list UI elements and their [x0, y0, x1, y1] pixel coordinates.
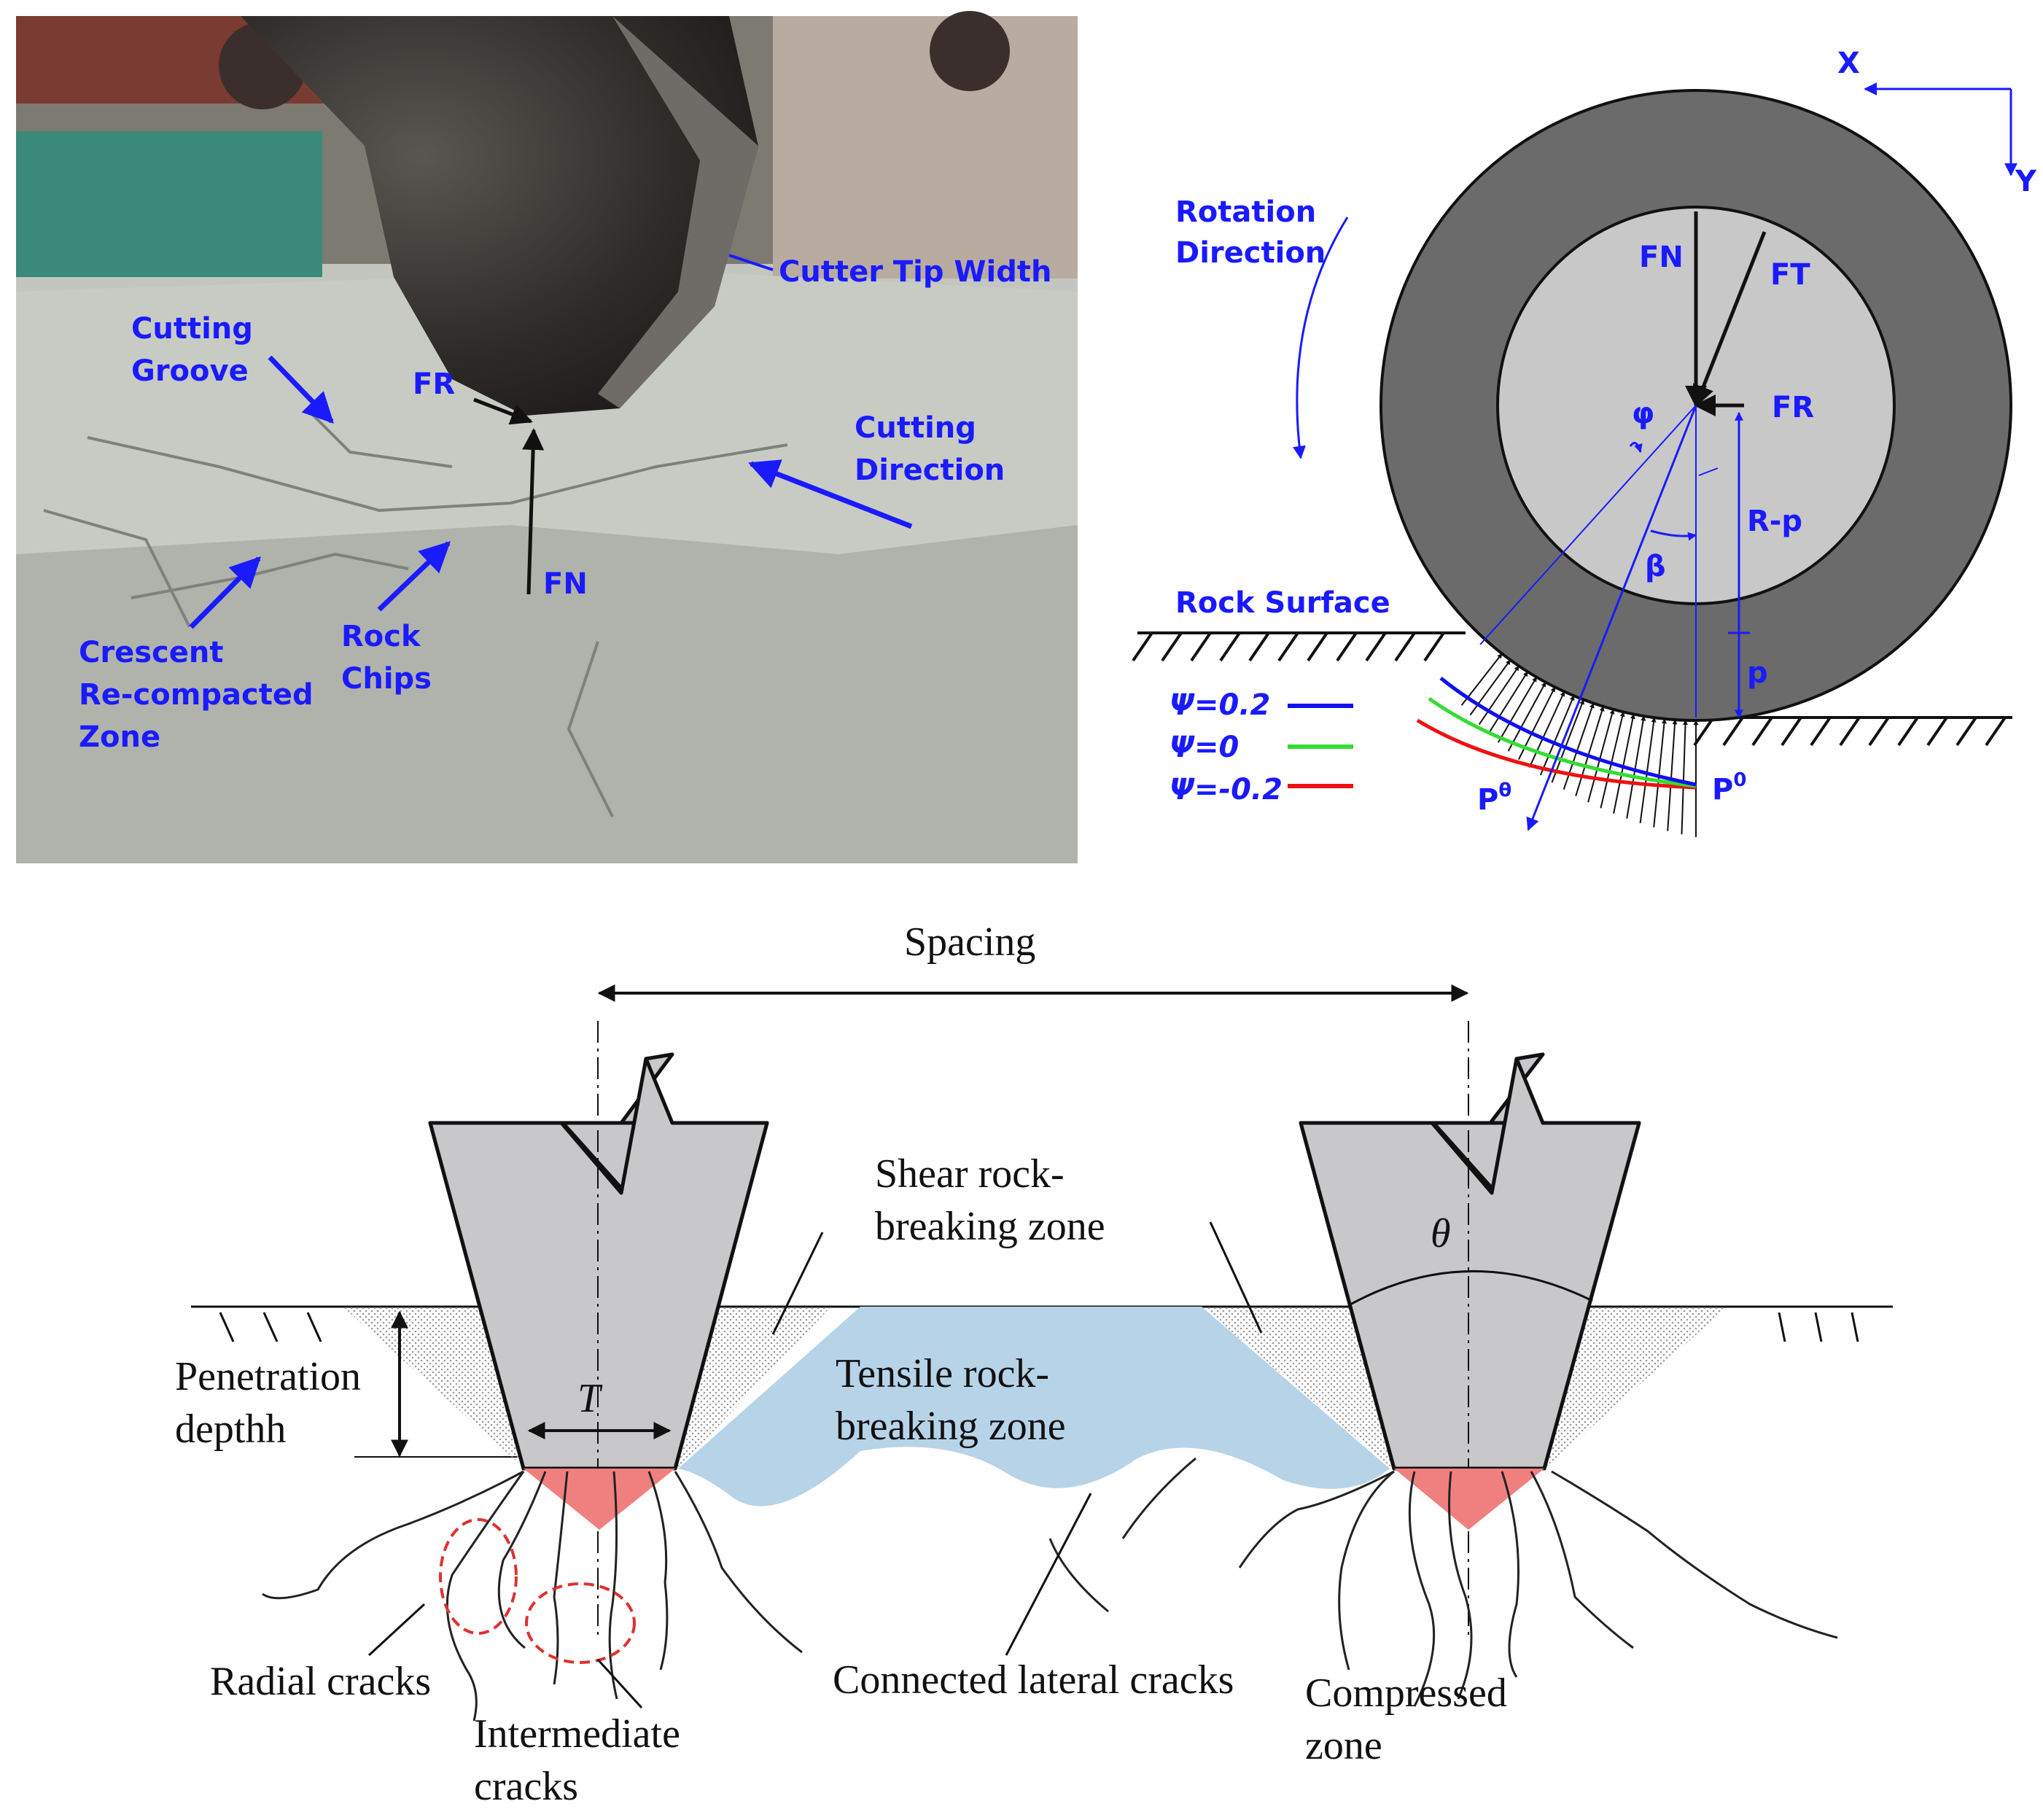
curve-psi-zero	[1428, 696, 1697, 788]
pressure-arrow	[1551, 699, 1584, 783]
label-crescent-1: Crescent	[79, 636, 223, 669]
angle-phi-arc	[1629, 442, 1643, 454]
label-shear-1: Shear rock-	[875, 1151, 1065, 1197]
label-cutting-groove-1: Cutting	[131, 312, 253, 346]
label-radial-cracks: Radial cracks	[210, 1659, 431, 1704]
label-photo-fr: FR	[413, 368, 455, 401]
pressure-arrow	[1497, 676, 1538, 743]
pressure-arrow	[1639, 717, 1657, 824]
pressure-arrow	[1478, 665, 1520, 726]
radius-ptheta	[1526, 405, 1697, 831]
pressure-arrow	[1626, 715, 1646, 819]
arrow-photo-fn	[522, 428, 545, 595]
pressure-arrow	[1575, 706, 1605, 796]
intermediate-cracks-ellipse	[525, 1582, 636, 1664]
theta-arc	[1348, 1270, 1593, 1307]
cutter-force-diagram: X Y Rotation Direction Rock Surface FN F…	[1132, 47, 2037, 837]
label-ft: FT	[1770, 258, 1810, 292]
disc-cutter	[241, 16, 758, 416]
pressure-arrow	[1587, 709, 1615, 803]
label-crescent-2: Re-compacted	[79, 678, 314, 712]
angle-beta-arc	[1650, 529, 1697, 541]
label-p-theta: Pθ	[1477, 779, 1511, 817]
compressed-zone-left	[524, 1469, 675, 1530]
leader-shear-left	[771, 1232, 824, 1335]
label-penetration-1: Penetration	[175, 1354, 361, 1399]
radius-phi	[1479, 405, 1697, 645]
label-crescent-3: Zone	[79, 720, 160, 754]
label-cutting-direction-1: Cutting	[855, 411, 976, 445]
axis-y-label: Y	[2015, 165, 2037, 198]
label-compressed-1: Compressed	[1305, 1671, 1507, 1716]
pressure-arrow	[1507, 681, 1546, 752]
leader-shear-right	[1209, 1221, 1263, 1334]
compressed-zone-right	[1394, 1469, 1544, 1530]
ground-hatching	[219, 1312, 1859, 1342]
pressure-arrow	[1487, 671, 1529, 734]
label-fr: FR	[1772, 391, 1814, 424]
label-t: T	[577, 1376, 603, 1421]
label-rotation-2: Direction	[1175, 236, 1326, 270]
label-r-minus-p: R-p	[1747, 505, 1802, 538]
label-connected-lateral: Connected lateral cracks	[833, 1657, 1234, 1703]
label-fn: FN	[1639, 241, 1684, 274]
legend-label-2: Ψ=0	[1170, 731, 1239, 764]
arrow-cutting-groove	[268, 355, 334, 424]
pressure-arrow	[1653, 718, 1667, 828]
label-rock-chips-1: Rock	[341, 620, 421, 653]
label-theta: θ	[1431, 1211, 1451, 1256]
curve-psi-neg	[1416, 718, 1697, 790]
label-tensile-1: Tensile rock-	[836, 1351, 1049, 1396]
label-spacing: Spacing	[904, 919, 1035, 965]
axis-x-label: X	[1837, 47, 1860, 80]
photo-panel: Cutter Tip Width Cutting Groove FR FN Cu…	[16, 11, 1078, 863]
cutter-rim	[598, 16, 758, 408]
pressure-arrow	[1600, 711, 1625, 809]
label-intermediate-2: cracks	[474, 1764, 578, 1809]
pressure-arrow	[1539, 695, 1575, 776]
label-cutting-groove-2: Groove	[131, 354, 249, 388]
pressure-arrow	[1613, 713, 1635, 814]
label-intermediate-1: Intermediate	[474, 1711, 680, 1757]
arrow-photo-fr	[473, 397, 533, 425]
label-cutter-tip-width: Cutter Tip Width	[779, 255, 1051, 289]
label-compressed-2: zone	[1305, 1723, 1382, 1768]
pressure-arrow	[1528, 691, 1565, 768]
arrow-crescent	[189, 556, 261, 629]
label-tensile-2: breaking zone	[836, 1404, 1066, 1449]
pressure-arrow	[1667, 719, 1678, 831]
rock-front-face	[16, 525, 1078, 863]
label-p-zero: P0	[1712, 769, 1746, 806]
label-phi: φ	[1632, 397, 1654, 430]
arrow-rock-chips	[377, 541, 451, 612]
rotation-arrow	[1293, 217, 1349, 459]
green-bin	[16, 131, 322, 277]
label-photo-fn: FN	[543, 567, 588, 601]
crack-lines	[262, 1457, 1838, 1722]
arrow-cutting-direction	[748, 459, 913, 529]
label-rock-surface: Rock Surface	[1175, 586, 1390, 620]
label-shear-2: breaking zone	[875, 1204, 1105, 1249]
label-cutting-direction-2: Direction	[855, 454, 1005, 487]
legend-label-1: Ψ=0.2	[1170, 688, 1270, 722]
label-rotation-1: Rotation	[1175, 195, 1316, 229]
label-rock-chips-2: Chips	[341, 662, 432, 696]
label-beta: β	[1645, 550, 1666, 583]
radial-cracks-ellipse	[439, 1518, 518, 1635]
legend: Ψ=0.2 Ψ=0 Ψ=-0.2	[1170, 688, 1353, 806]
tensile-zone	[678, 1307, 1390, 1506]
pressure-arrow	[1681, 720, 1688, 835]
force-ft-arrow	[1692, 231, 1767, 408]
legend-label-3: Ψ=-0.2	[1170, 773, 1283, 806]
label-penetration-2: depthh	[175, 1407, 286, 1452]
label-p: p	[1747, 656, 1768, 690]
curve-psi-pos	[1439, 677, 1697, 787]
rock-breaking-diagram: Spacing θ	[175, 919, 1893, 1809]
